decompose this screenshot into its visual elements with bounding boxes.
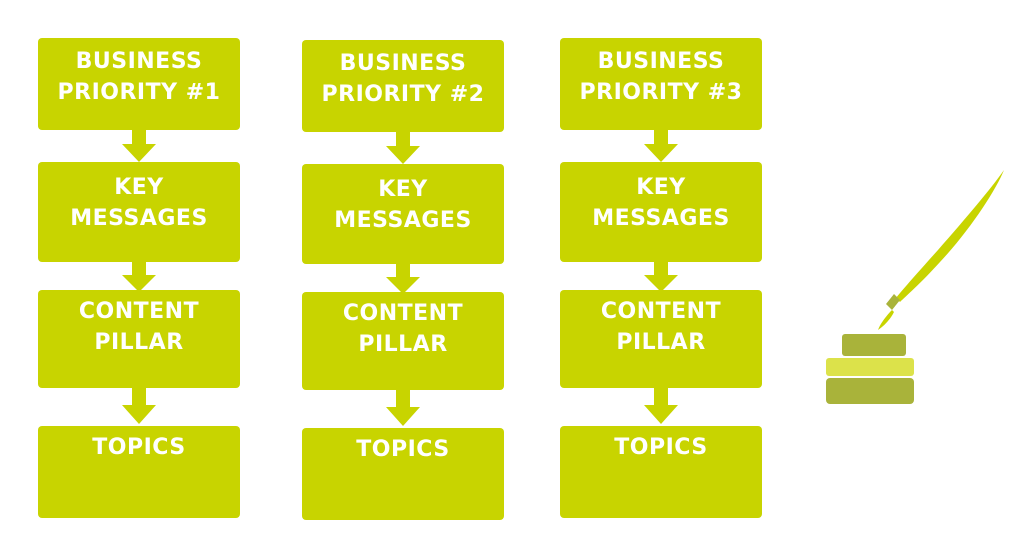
business-priority-label: BUSINESS PRIORITY #1	[57, 49, 221, 105]
business-priority-label: BUSINESS PRIORITY #2	[321, 51, 485, 107]
down-arrow-icon	[386, 132, 420, 164]
content-pillar-label: CONTENT PILLAR	[600, 299, 722, 355]
business-priority-box: BUSINESS PRIORITY #3	[560, 38, 762, 130]
key-messages-label: KEY MESSAGES	[592, 175, 730, 231]
content-pillar-box: CONTENT PILLAR	[302, 292, 504, 390]
key-messages-box: KEY MESSAGES	[38, 162, 240, 262]
down-arrow-icon	[644, 130, 678, 162]
topics-label: TOPICS	[356, 437, 450, 462]
key-messages-label: KEY MESSAGES	[70, 175, 208, 231]
business-priority-box: BUSINESS PRIORITY #2	[302, 40, 504, 132]
flow-column-1: BUSINESS PRIORITY #1 KEY MESSAGES CONTEN…	[38, 0, 240, 544]
down-arrow-icon	[122, 130, 156, 162]
flow-column-3: BUSINESS PRIORITY #3 KEY MESSAGES CONTEN…	[560, 0, 762, 544]
paintbrush-and-ink-pot-icon	[820, 160, 1020, 410]
down-arrow-icon	[386, 390, 420, 426]
key-messages-box: KEY MESSAGES	[302, 164, 504, 264]
down-arrow-icon	[122, 262, 156, 292]
content-pillar-box: CONTENT PILLAR	[38, 290, 240, 388]
topics-box: TOPICS	[560, 426, 762, 518]
flow-column-2: BUSINESS PRIORITY #2 KEY MESSAGES CONTEN…	[302, 0, 504, 544]
business-priority-label: BUSINESS PRIORITY #3	[579, 49, 743, 105]
key-messages-box: KEY MESSAGES	[560, 162, 762, 262]
topics-label: TOPICS	[92, 435, 186, 460]
content-pillar-label: CONTENT PILLAR	[342, 301, 464, 357]
topics-label: TOPICS	[614, 435, 708, 460]
down-arrow-icon	[644, 262, 678, 292]
topics-box: TOPICS	[38, 426, 240, 518]
topics-box: TOPICS	[302, 428, 504, 520]
business-priority-box: BUSINESS PRIORITY #1	[38, 38, 240, 130]
content-pillar-box: CONTENT PILLAR	[560, 290, 762, 388]
down-arrow-icon	[386, 264, 420, 294]
down-arrow-icon	[122, 388, 156, 424]
down-arrow-icon	[644, 388, 678, 424]
content-pillar-label: CONTENT PILLAR	[78, 299, 200, 355]
key-messages-label: KEY MESSAGES	[334, 177, 472, 233]
